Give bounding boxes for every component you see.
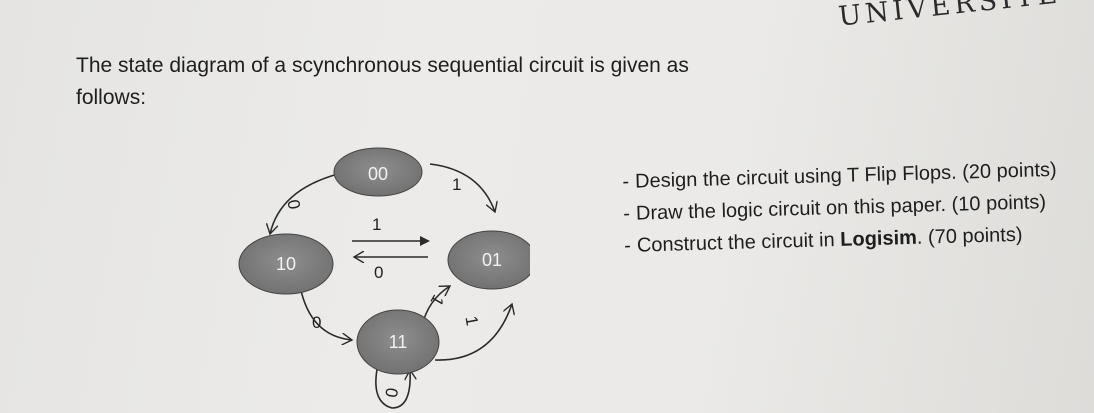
task-dash: - — [623, 234, 632, 257]
arrow-01-to-11 — [434, 304, 512, 361]
state-label-01: 01 — [482, 250, 502, 270]
label-10-to-11: 0 — [312, 313, 321, 332]
state-node-10: 10 — [238, 233, 334, 295]
state-diagram: 00 01 11 10 1 0 1 0 0 1 1 0 — [238, 147, 530, 409]
label-10-to-01: 1 — [372, 215, 381, 234]
state-label-11: 11 — [389, 332, 408, 352]
label-00-to-10: 0 — [283, 198, 303, 211]
arrow-10-to-11 — [299, 285, 352, 340]
loop-11 — [375, 363, 410, 409]
state-label-10: 10 — [276, 254, 296, 274]
university-stamp: UNİVERSİTE — [836, 0, 1063, 33]
state-label-00: 00 — [368, 164, 388, 184]
task-list: -Design the circuit using T Flip Flops. … — [622, 154, 1059, 262]
task-dash: - — [623, 202, 631, 225]
state-node-01: 01 — [447, 230, 530, 290]
arrow-00-to-01 — [429, 163, 495, 212]
label-00-to-01: 1 — [452, 175, 461, 194]
label-01-to-11: 1 — [461, 314, 481, 327]
task-emphasis: Logisim — [839, 226, 918, 251]
task-text: Construct the circuit in — [636, 228, 841, 257]
task-suffix: . (70 points) — [916, 223, 1023, 249]
arrow-00-to-10 — [270, 173, 339, 234]
task-dash: - — [622, 170, 630, 193]
label-11-self: 0 — [381, 386, 401, 399]
state-node-11: 11 — [356, 309, 440, 375]
state-node-00: 00 — [333, 147, 423, 197]
question-text: The state diagram of a scynchronous sequ… — [76, 54, 689, 109]
label-01-to-10: 0 — [374, 263, 383, 282]
